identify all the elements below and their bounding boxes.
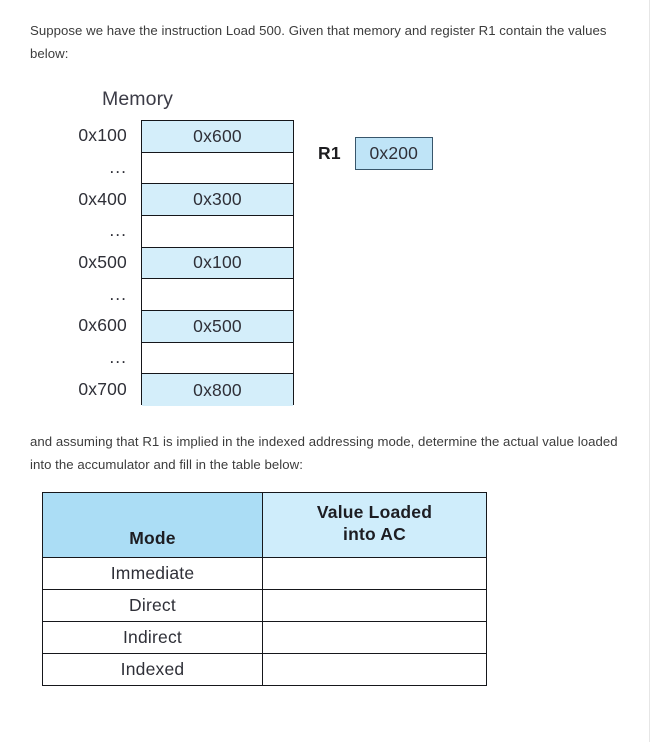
memory-cell-table: 0x600 0x300 0x100 0x500 0x800 [141, 120, 294, 406]
memory-address-row: 0x600 [30, 310, 133, 342]
table-row: Direct [42, 589, 487, 622]
intro-paragraph: Suppose we have the instruction Load 500… [30, 23, 607, 61]
memory-cell: 0x300 [142, 184, 293, 216]
memory-title: Memory [102, 88, 174, 110]
register-r1-group: R1 0x200 [318, 137, 433, 170]
memory-cell-value: 0x300 [193, 189, 242, 210]
memory-cell [142, 279, 293, 311]
table-row: Indexed [42, 653, 487, 686]
mode-cell-immediate: Immediate [42, 557, 263, 590]
table-row: Immediate [42, 557, 487, 590]
memory-cell-value: 0x800 [193, 379, 242, 400]
memory-address-row: 0x700 [30, 373, 133, 405]
memory-cell-value: 0x500 [193, 315, 242, 336]
memory-address-row: ... [30, 342, 133, 374]
column-header-value-line2: into AC [343, 524, 406, 544]
memory-address-label: ... [109, 156, 127, 177]
mode-cell-indexed: Indexed [42, 653, 263, 686]
memory-cell [142, 342, 293, 375]
register-name-label: R1 [318, 143, 341, 163]
assumption-paragraph: and assuming that R1 is implied in the i… [30, 434, 618, 472]
memory-cell-value: 0x100 [193, 252, 242, 273]
memory-address-label: ... [109, 346, 127, 367]
memory-address-row: ... [30, 215, 133, 247]
memory-cell: 0x100 [142, 247, 293, 280]
mode-cell-indirect: Indirect [42, 621, 263, 654]
addressing-mode-answer-table: Mode Value Loaded into AC Immediate Dire… [42, 492, 487, 686]
memory-cell: 0x500 [142, 310, 293, 343]
memory-address-column: 0x100 ... 0x400 ... 0x500 ... 0x600 ... … [30, 120, 133, 405]
table-row: Indirect [42, 621, 487, 654]
memory-cell: 0x600 [142, 121, 293, 153]
value-cell-indirect[interactable] [262, 621, 487, 654]
register-value-box: 0x200 [354, 137, 433, 170]
value-cell-immediate[interactable] [262, 557, 487, 590]
memory-address-row: ... [30, 278, 133, 310]
table-header-row: Mode Value Loaded into AC [42, 492, 487, 558]
memory-cell [142, 152, 293, 185]
memory-address-row: 0x500 [30, 247, 133, 279]
column-header-value-loaded: Value Loaded into AC [262, 492, 487, 558]
memory-cell [142, 215, 293, 248]
memory-address-row: 0x400 [30, 183, 133, 215]
memory-address-label: 0x100 [78, 125, 127, 146]
memory-cell-value: 0x600 [193, 125, 242, 146]
column-header-value-line1: Value Loaded [316, 502, 433, 522]
value-cell-direct[interactable] [262, 589, 487, 622]
memory-address-label: 0x500 [78, 251, 127, 272]
register-value: 0x200 [369, 143, 419, 163]
column-header-mode: Mode [42, 492, 263, 558]
memory-address-label: ... [109, 283, 127, 304]
memory-address-row: ... [30, 152, 133, 184]
value-cell-indexed[interactable] [262, 653, 487, 686]
memory-address-label: 0x700 [78, 378, 127, 399]
memory-address-label: 0x600 [78, 315, 127, 336]
memory-address-label: ... [109, 220, 127, 241]
memory-address-row: 0x100 [30, 120, 133, 152]
mode-cell-direct: Direct [42, 589, 263, 622]
memory-address-label: 0x400 [78, 188, 127, 209]
memory-diagram: Memory 0x100 ... 0x400 ... 0x500 ... 0x6… [30, 88, 433, 406]
memory-cell: 0x800 [142, 374, 293, 406]
